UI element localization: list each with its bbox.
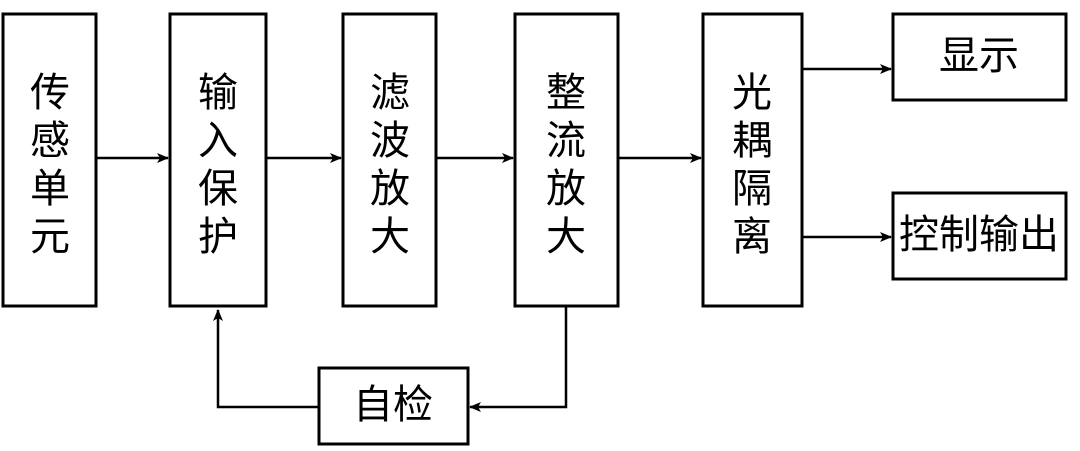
- label-char: 护: [198, 214, 238, 260]
- node-rectify-amplify: 整流放大: [513, 12, 620, 308]
- node-sensor: 传感单元: [1, 12, 98, 308]
- label-char: 感: [30, 118, 70, 164]
- label-char: 光: [732, 70, 772, 116]
- node-control-output: 控制输出: [891, 191, 1068, 281]
- label-char: 耦: [732, 118, 772, 164]
- node-filter-amplify: 滤波放大: [341, 12, 438, 308]
- node-control-output-label: 控制输出: [899, 212, 1059, 258]
- node-input-protection-label: 输入保护: [198, 70, 238, 260]
- node-filter-amplify-label: 滤波放大: [370, 70, 410, 260]
- label-char: 滤: [370, 70, 410, 116]
- label-char: 隔: [732, 166, 772, 212]
- node-input-protection: 输入保护: [168, 12, 268, 308]
- label-char: 输: [198, 70, 238, 116]
- label-char: 放: [546, 166, 586, 212]
- label-char: 整: [546, 70, 586, 116]
- node-self-check: 自检: [317, 366, 470, 446]
- label-char: 单: [30, 166, 70, 212]
- label-char: 元: [30, 214, 70, 260]
- node-optocoupler: 光耦隔离: [701, 12, 804, 308]
- edge-self-check-to-input-protection: [213, 309, 319, 409]
- node-sensor-label: 传感单元: [30, 70, 70, 260]
- label-char: 离: [732, 214, 772, 260]
- node-display: 显示: [891, 12, 1068, 102]
- edge-rectify-amplify-to-self-check: [469, 306, 568, 412]
- node-optocoupler-label: 光耦隔离: [732, 70, 772, 260]
- label-char: 入: [198, 118, 238, 164]
- label-char: 传: [30, 70, 70, 116]
- label-char: 保: [198, 166, 238, 212]
- node-display-label: 显示: [939, 33, 1019, 79]
- node-self-check-label: 自检: [353, 382, 433, 428]
- node-rectify-amplify-label: 整流放大: [546, 70, 586, 260]
- label-char: 大: [370, 214, 410, 260]
- label-char: 大: [546, 214, 586, 260]
- label-char: 波: [370, 118, 410, 164]
- label-char: 流: [546, 118, 586, 164]
- label-char: 放: [370, 166, 410, 212]
